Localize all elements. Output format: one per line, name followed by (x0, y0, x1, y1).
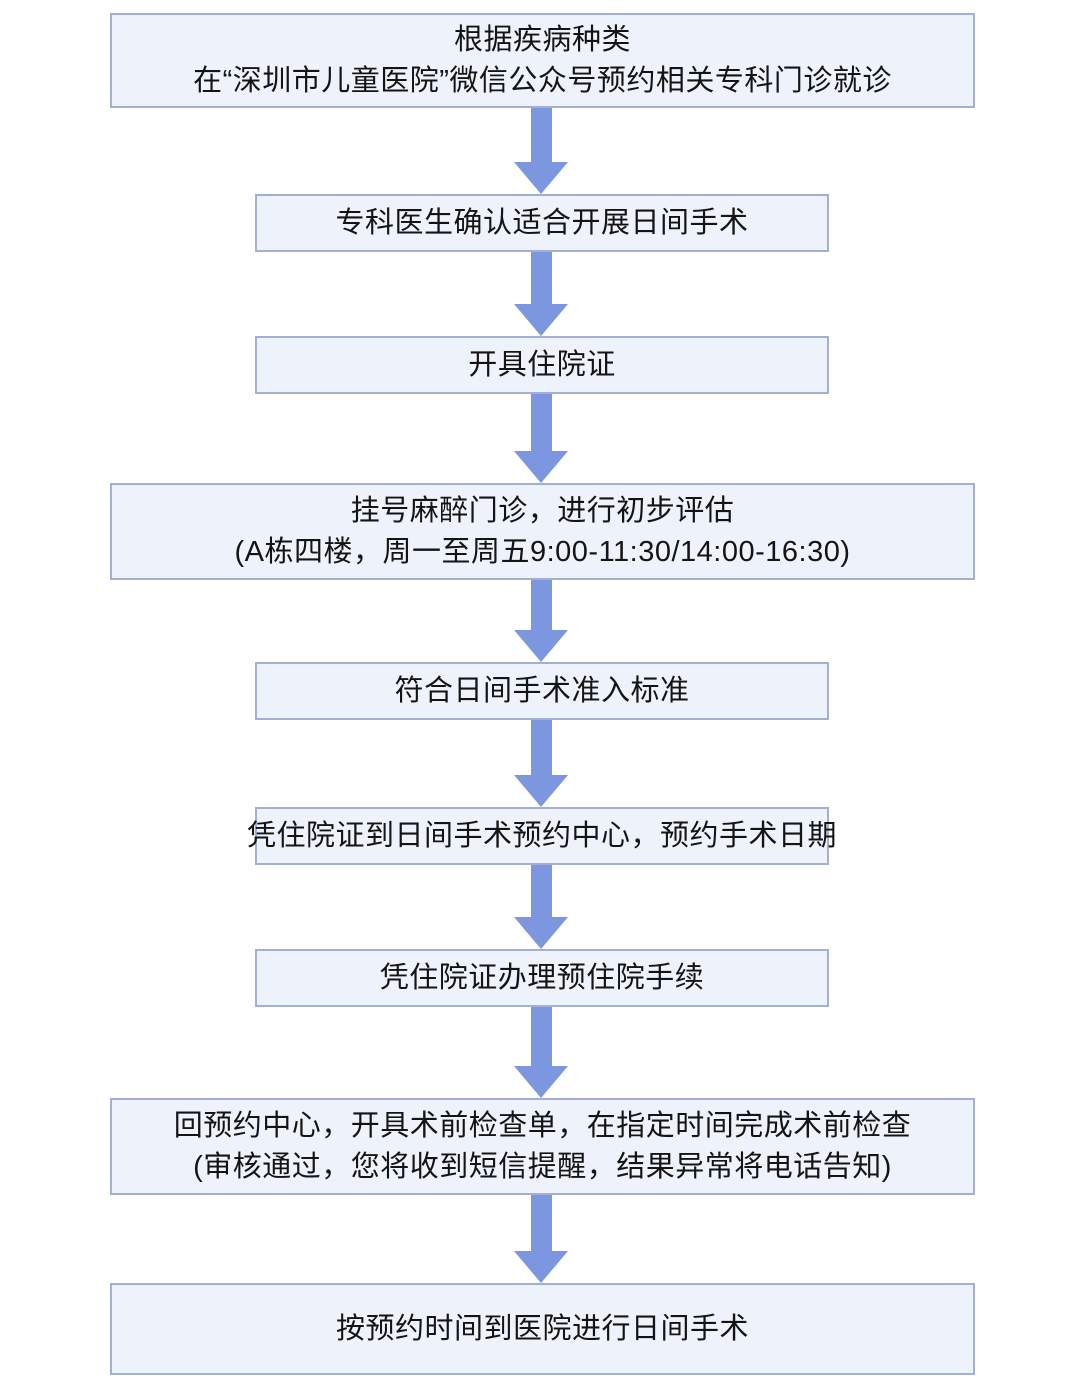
flow-step-5: 符合日间手术准入标准 (255, 662, 829, 720)
flow-step-2: 专科医生确认适合开展日间手术 (255, 194, 829, 252)
flow-step-8-line-2: (审核通过，您将收到短信提醒，结果异常将电话告知) (193, 1150, 892, 1183)
flow-step-6: 凭住院证到日间手术预约中心，预约手术日期 (247, 807, 837, 865)
flow-step-1: 根据疾病种类 在“深圳市儿童医院”微信公众号预约相关专科门诊就诊 (110, 13, 975, 108)
arrow-shaft (530, 580, 552, 630)
arrow-shaft (530, 720, 552, 775)
down-arrow-icon (514, 580, 568, 662)
flow-step-7-line-1: 凭住院证办理预住院手续 (379, 961, 705, 994)
down-arrow-icon (514, 1007, 568, 1098)
arrow-shaft (530, 1195, 552, 1251)
down-arrow-icon (514, 1195, 568, 1283)
flow-step-1-line-2: 在“深圳市儿童医院”微信公众号预约相关专科门诊就诊 (193, 64, 892, 97)
flow-step-4-line-1: 挂号麻醉门诊，进行初步评估 (350, 494, 735, 527)
arrow-head (514, 630, 568, 662)
flow-step-8-line-1: 回预约中心，开具术前检查单，在指定时间完成术前检查 (173, 1109, 912, 1142)
flow-step-3: 开具住院证 (255, 336, 829, 394)
flow-step-8: 回预约中心，开具术前检查单，在指定时间完成术前检查 (审核通过，您将收到短信提醒… (110, 1098, 975, 1195)
down-arrow-icon (514, 394, 568, 483)
arrow-shaft (530, 1007, 552, 1066)
arrow-shaft (530, 108, 552, 162)
flow-step-5-line-1: 符合日间手术准入标准 (394, 674, 690, 707)
flow-step-4-line-2: (A栋四楼，周一至周五9:00-11:30/14:00-16:30) (234, 535, 851, 568)
arrow-head (514, 451, 568, 483)
flow-step-3-line-1: 开具住院证 (468, 348, 616, 381)
down-arrow-icon (514, 108, 568, 194)
down-arrow-icon (514, 720, 568, 807)
down-arrow-icon (514, 865, 568, 949)
arrow-head (514, 775, 568, 807)
flow-step-7: 凭住院证办理预住院手续 (255, 949, 829, 1007)
arrow-head (514, 1251, 568, 1283)
arrow-shaft (530, 394, 552, 451)
flow-step-9: 按预约时间到医院进行日间手术 (110, 1283, 975, 1375)
arrow-head (514, 1066, 568, 1098)
arrow-head (514, 304, 568, 336)
flow-step-6-line-1: 凭住院证到日间手术预约中心，预约手术日期 (247, 819, 838, 852)
down-arrow-icon (514, 252, 568, 336)
arrow-head (514, 162, 568, 194)
arrow-head (514, 917, 568, 949)
flow-step-9-line-1: 按预约时间到医院进行日间手术 (335, 1312, 749, 1345)
flow-step-2-line-1: 专科医生确认适合开展日间手术 (335, 206, 749, 239)
flow-step-4: 挂号麻醉门诊，进行初步评估 (A栋四楼，周一至周五9:00-11:30/14:0… (110, 483, 975, 580)
arrow-shaft (530, 252, 552, 304)
flow-step-1-line-1: 根据疾病种类 (453, 23, 631, 56)
arrow-shaft (530, 865, 552, 917)
